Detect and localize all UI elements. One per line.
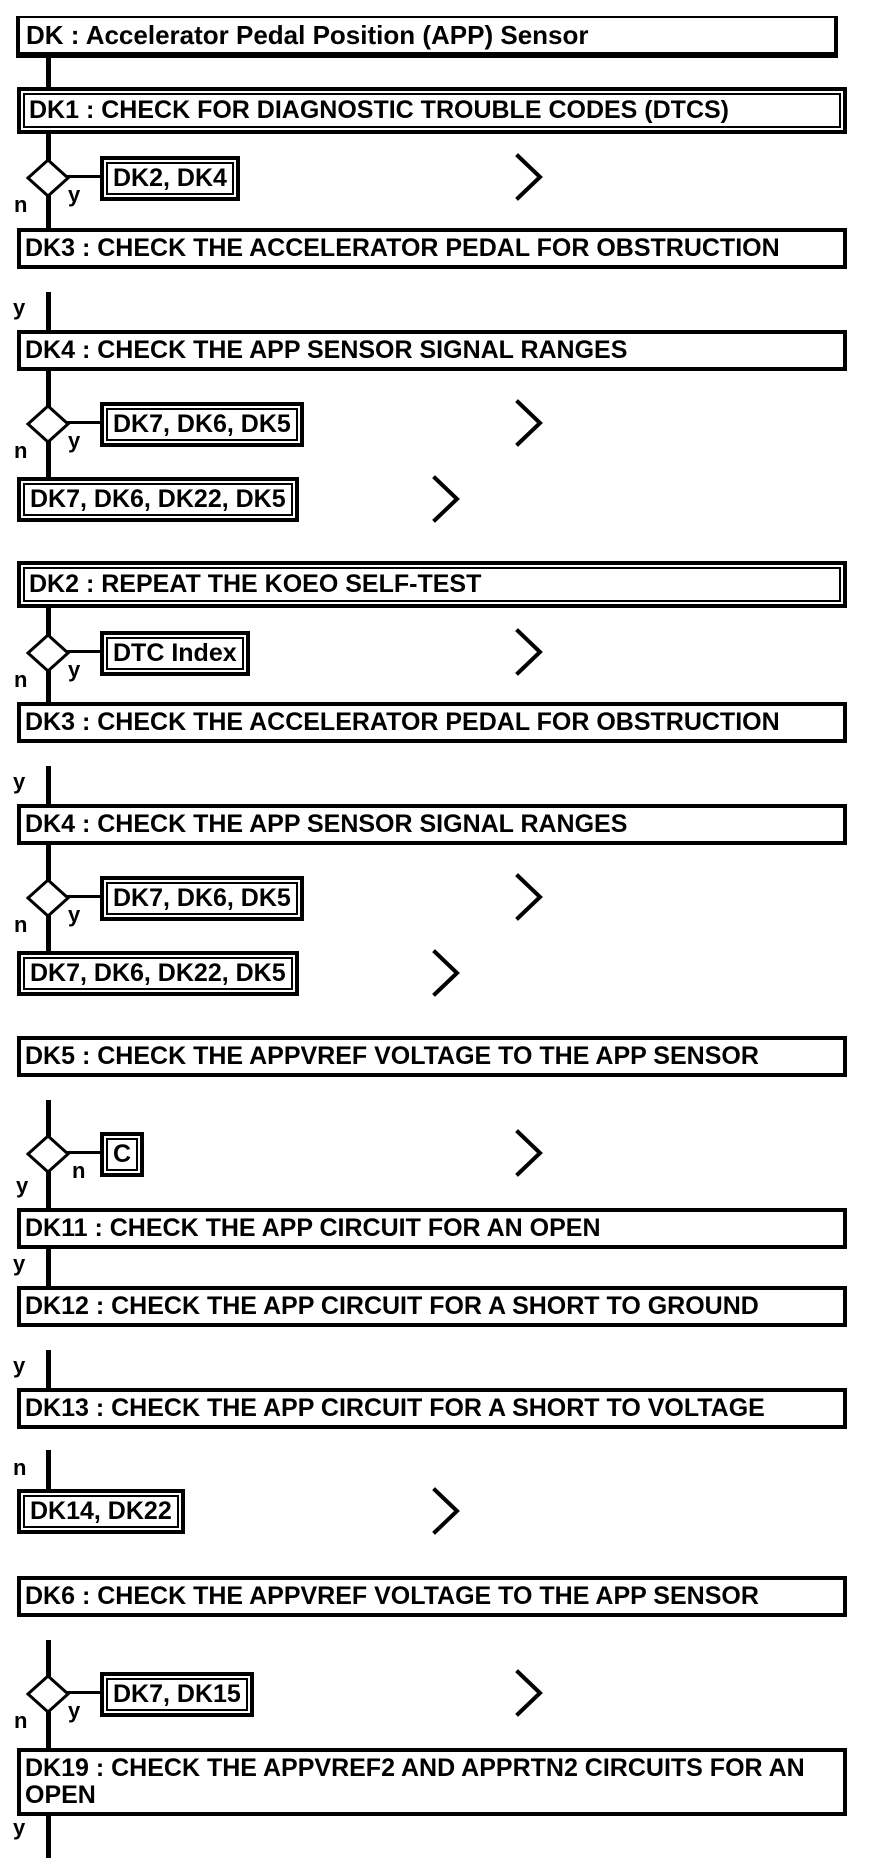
jump-text: DK7, DK6, DK5 xyxy=(106,882,298,915)
jump-box-dk7-dk6-dk22-dk5: DK7, DK6, DK22, DK5 xyxy=(17,477,299,522)
branch-label-yes: y xyxy=(13,295,26,320)
connector-spine xyxy=(46,1248,51,1288)
jump-box-dk14-dk22: DK14, DK22 xyxy=(17,1489,185,1534)
decision-diamond-6 xyxy=(25,1673,71,1715)
jump-text: DK7, DK6, DK22, DK5 xyxy=(23,483,293,516)
branch-label-no: n xyxy=(14,667,28,692)
continuation-chevron-icon xyxy=(432,475,460,523)
jump-box-dtc-index: DTC Index xyxy=(100,631,250,676)
jump-text: DK14, DK22 xyxy=(23,1495,179,1528)
branch-line xyxy=(60,1691,104,1694)
connector-spine xyxy=(46,1350,51,1390)
connector-spine xyxy=(46,52,51,90)
step-box-dk4: DK4 : CHECK THE APP SENSOR SIGNAL RANGES xyxy=(17,330,847,371)
step-box-dk4: DK4 : CHECK THE APP SENSOR SIGNAL RANGES xyxy=(17,804,847,845)
step-text-dk2: DK2 : REPEAT THE KOEO SELF-TEST xyxy=(23,567,841,602)
branch-label-yes: y xyxy=(68,428,81,453)
branch-label-no: n xyxy=(14,912,28,937)
decision-diamond-5 xyxy=(25,1133,71,1175)
decision-diamond-2 xyxy=(25,403,71,445)
jump-box-dk7-dk6-dk22-dk5: DK7, DK6, DK22, DK5 xyxy=(17,951,299,996)
connector-spine xyxy=(46,1450,51,1492)
branch-line xyxy=(60,175,104,178)
decision-diamond-1 xyxy=(25,157,71,199)
jump-box-dk2-dk4: DK2, DK4 xyxy=(100,156,240,201)
jump-box-c: C xyxy=(100,1132,145,1177)
step-box-dk11: DK11 : CHECK THE APP CIRCUIT FOR AN OPEN xyxy=(17,1208,847,1249)
branch-label-yes: y xyxy=(68,902,81,927)
continuation-chevron-icon xyxy=(515,1669,543,1717)
flow-title: DK : Accelerator Pedal Position (APP) Se… xyxy=(26,20,589,50)
decision-diamond-3 xyxy=(25,632,71,674)
step-box-dk13: DK13 : CHECK THE APP CIRCUIT FOR A SHORT… xyxy=(17,1388,847,1429)
branch-label-no: n xyxy=(13,1455,27,1480)
jump-box-dk7-dk15: DK7, DK15 xyxy=(100,1672,254,1717)
flow-title-box: DK : Accelerator Pedal Position (APP) Se… xyxy=(16,16,838,58)
branch-line xyxy=(60,421,104,424)
jump-text: C xyxy=(106,1138,139,1171)
jump-text: DK7, DK15 xyxy=(106,1678,248,1711)
step-box-dk3: DK3 : CHECK THE ACCELERATOR PEDAL FOR OB… xyxy=(17,228,847,269)
step-box-dk6: DK6 : CHECK THE APPVREF VOLTAGE TO THE A… xyxy=(17,1576,847,1617)
jump-text: DK7, DK6, DK22, DK5 xyxy=(23,957,293,990)
step-box-dk3: DK3 : CHECK THE ACCELERATOR PEDAL FOR OB… xyxy=(17,702,847,743)
branch-label-no: n xyxy=(14,192,28,217)
step-box-dk12: DK12 : CHECK THE APP CIRCUIT FOR A SHORT… xyxy=(17,1286,847,1327)
continuation-chevron-icon xyxy=(515,873,543,921)
step-box-dk19: DK19 : CHECK THE APPVREF2 AND APPRTN2 CI… xyxy=(17,1748,847,1816)
branch-label-yes: y xyxy=(13,1251,26,1276)
decision-diamond-4 xyxy=(25,877,71,919)
jump-text: DK2, DK4 xyxy=(106,162,234,195)
step-box-dk1: DK1 : CHECK FOR DIAGNOSTIC TROUBLE CODES… xyxy=(17,87,847,134)
step-box-dk2: DK2 : REPEAT THE KOEO SELF-TEST xyxy=(17,561,847,608)
branch-label-yes: y xyxy=(68,1698,81,1723)
continuation-chevron-icon xyxy=(515,153,543,201)
continuation-chevron-icon xyxy=(515,399,543,447)
branch-label-no: n xyxy=(14,438,28,463)
branch-line xyxy=(60,650,104,653)
branch-label-yes: y xyxy=(68,657,81,682)
branch-label-yes: y xyxy=(13,769,26,794)
branch-label-yes: y xyxy=(13,1353,26,1378)
jump-text: DTC Index xyxy=(106,637,244,670)
branch-label-yes: y xyxy=(68,182,81,207)
branch-line xyxy=(60,1151,104,1154)
branch-label-yes: y xyxy=(13,1815,26,1840)
continuation-chevron-icon xyxy=(432,1487,460,1535)
branch-line xyxy=(60,895,104,898)
jump-text: DK7, DK6, DK5 xyxy=(106,408,298,441)
connector-spine xyxy=(46,292,51,332)
continuation-chevron-icon xyxy=(432,949,460,997)
step-text-dk1: DK1 : CHECK FOR DIAGNOSTIC TROUBLE CODES… xyxy=(23,93,841,128)
branch-label-no: n xyxy=(72,1158,86,1183)
branch-label-no: n xyxy=(14,1708,28,1733)
connector-spine-trailing xyxy=(46,1812,51,1858)
connector-spine xyxy=(46,766,51,806)
jump-box-dk7-dk6-dk5: DK7, DK6, DK5 xyxy=(100,876,304,921)
continuation-chevron-icon xyxy=(515,1129,543,1177)
step-box-dk5: DK5 : CHECK THE APPVREF VOLTAGE TO THE A… xyxy=(17,1036,847,1077)
continuation-chevron-icon xyxy=(515,628,543,676)
branch-label-yes: y xyxy=(16,1173,29,1198)
jump-box-dk7-dk6-dk5: DK7, DK6, DK5 xyxy=(100,402,304,447)
